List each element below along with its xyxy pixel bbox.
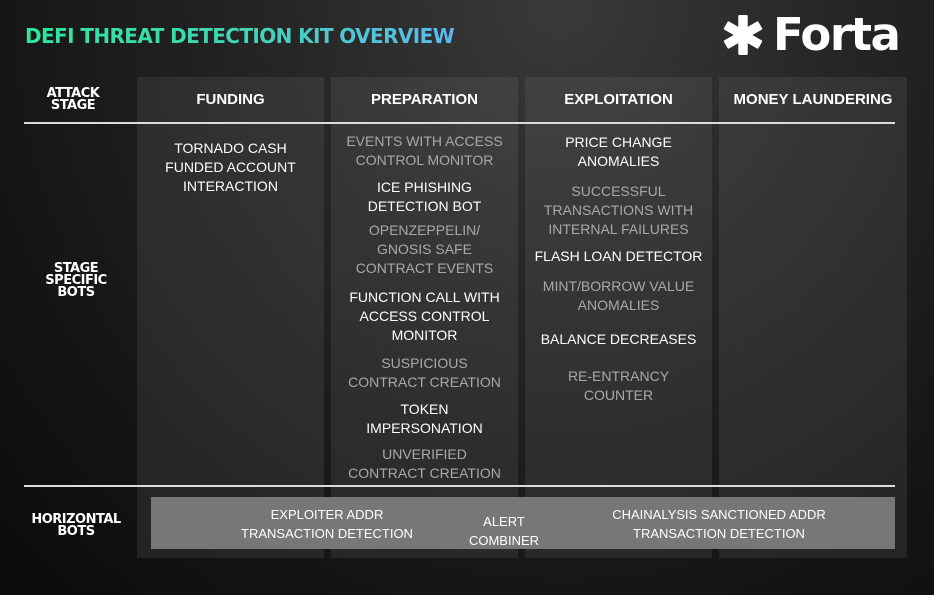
column-preparation bbox=[331, 77, 518, 558]
bot-token-impersonation: TOKEN IMPERSONATION bbox=[366, 401, 483, 436]
bot-re-entrancy-counter: RE-ENTRANCY COUNTER bbox=[567, 368, 670, 403]
column-funding bbox=[137, 77, 324, 558]
forta-logo: Forta bbox=[722, 8, 901, 61]
row-label-stage-specific-bots: STAGE SPECIFIC BOTS bbox=[45, 261, 107, 300]
bot-suspicious-contract-creation: SUSPICIOUS CONTRACT CREATION bbox=[348, 355, 501, 390]
page-title: DEFI THREAT DETECTION KIT OVERVIEW bbox=[25, 24, 455, 48]
bot-unverified-contract-creation: UNVERIFIED CONTRACT CREATION bbox=[348, 446, 501, 481]
column-exploitation bbox=[525, 77, 712, 558]
column-money-laundering bbox=[719, 77, 907, 558]
column-header-exploitation: EXPLOITATION bbox=[564, 91, 673, 108]
bot-alert-combiner: ALERT COMBINER bbox=[468, 514, 540, 548]
logo-wordmark: Forta bbox=[773, 8, 901, 61]
bot-function-call-access-control: FUNCTION CALL WITH ACCESS CONTROL MONITO… bbox=[349, 289, 500, 343]
bot-ice-phishing-detection: ICE PHISHING DETECTION BOT bbox=[367, 179, 482, 214]
bot-successful-tx-internal-failures: SUCCESSFUL TRANSACTIONS WITH INTERNAL FA… bbox=[543, 183, 694, 237]
asterisk-star-icon bbox=[723, 15, 763, 55]
bot-price-change-anomalies: PRICE CHANGE ANOMALIES bbox=[565, 134, 672, 169]
horizontal-bots-bar bbox=[151, 497, 895, 549]
bot-openzeppelin-gnosis-safe: OPENZEPPELIN/ GNOSIS SAFE CONTRACT EVENT… bbox=[355, 222, 494, 276]
bot-tornado-cash-funded-account: TORNADO CASH FUNDED ACCOUNT INTERACTION bbox=[165, 140, 296, 194]
column-header-funding: FUNDING bbox=[196, 91, 265, 108]
column-header-money-laundering: MONEY LAUNDERING bbox=[733, 91, 893, 108]
bot-chainalysis-sanctioned-addr: CHAINALYSIS SANCTIONED ADDR TRANSACTION … bbox=[612, 507, 826, 541]
bot-balance-decreases: BALANCE DECREASES bbox=[540, 331, 697, 347]
row-label-attack-stage: ATTACK STAGE bbox=[46, 86, 100, 113]
row-label-horizontal-bots: HORIZONTAL BOTS bbox=[31, 512, 121, 539]
column-header-preparation: PREPARATION bbox=[371, 91, 478, 108]
bot-exploiter-addr-tx-detection: EXPLOITER ADDR TRANSACTION DETECTION bbox=[241, 507, 413, 541]
header-divider bbox=[24, 122, 895, 124]
bot-mint-borrow-value-anomalies: MINT/BORROW VALUE ANOMALIES bbox=[542, 278, 695, 313]
horizontal-bots-divider bbox=[24, 485, 895, 487]
bot-flash-loan-detector: FLASH LOAN DETECTOR bbox=[534, 248, 703, 264]
bot-events-access-control-monitor: EVENTS WITH ACCESS CONTROL MONITOR bbox=[346, 133, 503, 168]
